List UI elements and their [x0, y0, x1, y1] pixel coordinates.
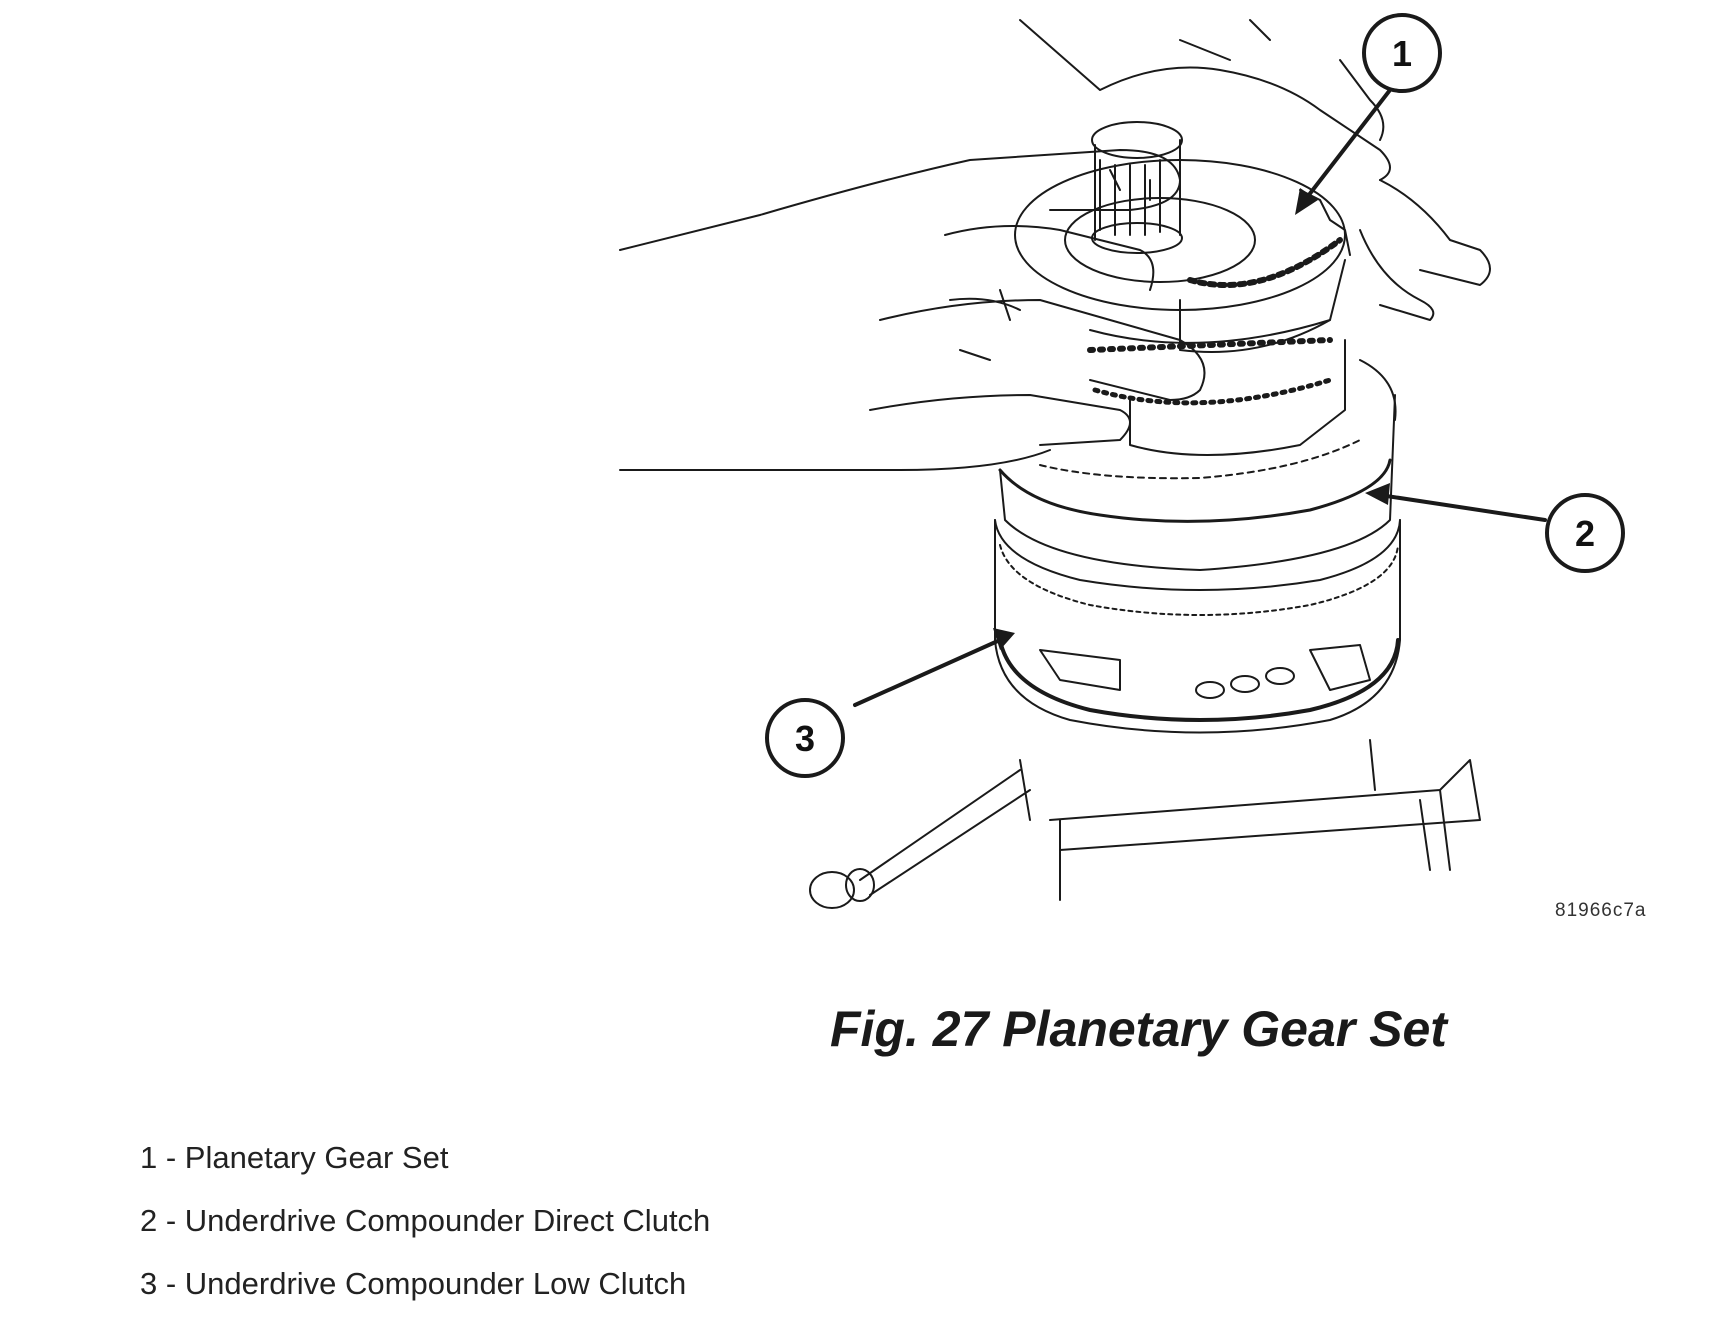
callout-2: 2 [1575, 513, 1595, 554]
callout-3: 3 [795, 718, 815, 759]
legend-item: 3 - Underdrive Compounder Low Clutch [140, 1266, 687, 1301]
right-hand [1019, 19, 1491, 321]
legend-item: 2 - Underdrive Compounder Direct Clutch [140, 1203, 711, 1238]
callout-leaders [853, 88, 1547, 707]
legend-item: 1 - Planetary Gear Set [140, 1140, 449, 1175]
low-clutch-drum [994, 519, 1401, 734]
callout-circles [765, 13, 1625, 778]
fixture-stand [809, 739, 1481, 909]
legend-list: 1 - Planetary Gear Set 2 - Underdrive Co… [140, 1138, 710, 1327]
callout-1: 1 [1392, 33, 1412, 74]
planetary-gear-set-illustration: 1 2 3 81966c7a [619, 13, 1646, 921]
image-reference-code: 81966c7a [1555, 900, 1646, 921]
left-hand [619, 149, 1206, 471]
figure-caption: Fig. 27 Planetary Gear Set [830, 1001, 1447, 1057]
direct-clutch-drum [998, 359, 1397, 571]
planetary-gear [1014, 121, 1351, 456]
